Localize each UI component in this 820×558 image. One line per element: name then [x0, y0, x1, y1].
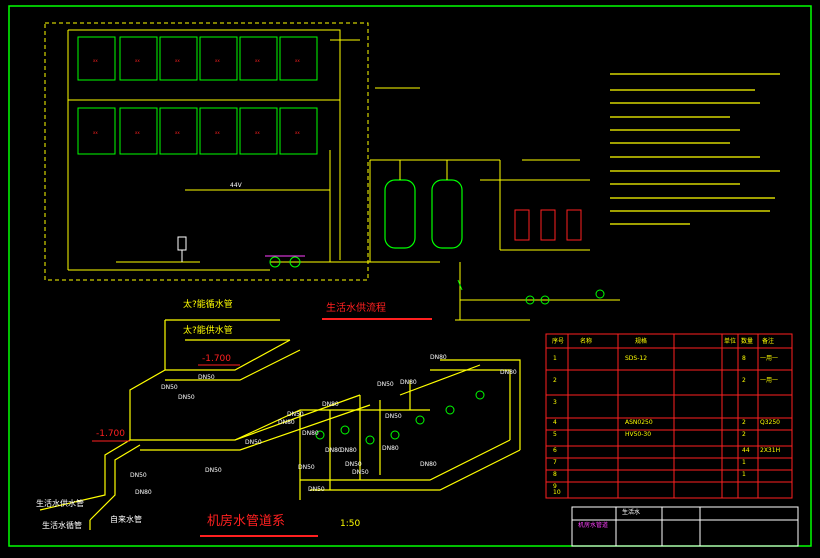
- table-cell-no: 1: [553, 355, 557, 362]
- dn-label: DN50: [161, 384, 178, 391]
- dn-label: DN80: [322, 401, 339, 408]
- equipment-table-grid: [545, 333, 793, 499]
- table-cell-qty: 2: [742, 419, 746, 426]
- dn-label: DN50: [205, 467, 222, 474]
- dn-label: DN50: [377, 381, 394, 388]
- svg-text:xx: xx: [215, 58, 220, 63]
- title-block-grid: [571, 506, 799, 547]
- table-header-unit: 单位: [724, 338, 737, 345]
- table-header-note: 备注: [762, 338, 775, 345]
- table-cell-model: HV50-30: [625, 431, 652, 438]
- table-cell-qty: 1: [742, 471, 746, 478]
- voltage-label: 44V: [230, 182, 242, 189]
- svg-text:xx: xx: [295, 58, 300, 63]
- dn-label: DN80: [135, 489, 152, 496]
- collector-pump-icon: [265, 255, 305, 268]
- table-cell-qty: 44: [742, 447, 750, 454]
- table-cell-note: 2X31H: [760, 447, 781, 454]
- svg-text:xx: xx: [175, 58, 180, 63]
- table-cell-note: Q3250: [760, 419, 780, 426]
- table-cell-note: 一用一: [760, 377, 779, 384]
- table-cell-qty: 1: [742, 459, 746, 466]
- dn-label: DN50: [198, 374, 215, 381]
- living-return-label: 生活水循管: [42, 521, 82, 530]
- table-header-no: 序号: [552, 338, 565, 345]
- table-cell-no: 10: [553, 489, 561, 496]
- roof-boundary: [44, 22, 369, 281]
- dn-label: DN50: [287, 411, 304, 418]
- collector-piping: [67, 29, 440, 271]
- isometric-valves: [315, 390, 485, 445]
- elevation-marker: -1.700: [202, 354, 232, 364]
- dn-label: DN80: [325, 447, 342, 454]
- dn-label: DN80: [382, 445, 399, 452]
- table-cell-no: 2: [553, 377, 557, 384]
- title-machine-room-pipes: 机房水管道系: [207, 514, 286, 529]
- notes-text: [610, 73, 780, 225]
- table-cell-qty: 8: [742, 355, 746, 362]
- solar-return-label: 太?能循水管: [183, 300, 233, 310]
- svg-text:xx: xx: [295, 130, 300, 135]
- dn-label: DN80: [500, 369, 517, 376]
- table-cell-qty: 2: [742, 377, 746, 384]
- table-cell-model: ASN0250: [625, 419, 653, 426]
- table-header-name: 名称: [580, 338, 593, 345]
- svg-text:xx: xx: [135, 58, 140, 63]
- table-cell-note: 一用一: [760, 355, 779, 362]
- dn-label: DN80: [400, 379, 417, 386]
- tap-water-label: 自来水管: [110, 515, 142, 524]
- svg-text:xx: xx: [93, 58, 98, 63]
- svg-text:xx: xx: [215, 130, 220, 135]
- svg-text:xx: xx: [93, 130, 98, 135]
- svg-text:xx: xx: [255, 58, 260, 63]
- dn-label: DN50: [130, 472, 147, 479]
- solar-supply-label: 太?能供水管: [183, 326, 233, 336]
- dn-label: DN80: [420, 461, 437, 468]
- title-supply-process: 生活水供流程: [326, 303, 386, 314]
- dn-label: DN80: [302, 430, 319, 437]
- dn-label: DN80: [340, 447, 357, 454]
- dn-label: DN50: [298, 464, 315, 471]
- table-cell-no: 8: [553, 471, 557, 478]
- dn-label: DN50: [178, 394, 195, 401]
- table-cell-no: 9: [553, 483, 557, 490]
- table-cell-no: 3: [553, 399, 557, 406]
- table-cell-no: 4: [553, 419, 557, 426]
- storage-tanks: [384, 179, 582, 249]
- dn-label: DN50: [352, 469, 369, 476]
- expansion-tank-icon: [177, 236, 187, 262]
- scale-label: 1:50: [340, 519, 361, 529]
- dn-label: DN50: [345, 461, 362, 468]
- dn-label: DN50: [245, 439, 262, 446]
- elevation-marker: -1.700: [96, 429, 126, 439]
- table-cell-qty: 2: [742, 431, 746, 438]
- table-header-spec: 规格: [635, 338, 648, 345]
- dn-label: DN50: [308, 486, 325, 493]
- svg-text:xx: xx: [135, 130, 140, 135]
- drawing-frame: [8, 5, 812, 547]
- dn-label: DN80: [430, 354, 447, 361]
- table-header-qty: 数量: [741, 338, 754, 345]
- table-cell-no: 5: [553, 431, 557, 438]
- tank-piping: [369, 87, 620, 321]
- isometric-pipes: [39, 319, 521, 530]
- svg-text:xx: xx: [175, 130, 180, 135]
- table-cell-model: SDS-12: [625, 355, 648, 362]
- svg-text:xx: xx: [255, 130, 260, 135]
- title-block-project: 生活水: [622, 509, 641, 516]
- dn-label: DN80: [278, 419, 295, 426]
- solar-panels: [77, 36, 318, 155]
- table-cell-no: 7: [553, 459, 557, 466]
- dn-label: DN50: [385, 413, 402, 420]
- title-block-drawing: 机房水管道: [578, 522, 609, 529]
- living-supply-label: 生活水供水管: [36, 499, 84, 508]
- table-cell-no: 6: [553, 447, 557, 454]
